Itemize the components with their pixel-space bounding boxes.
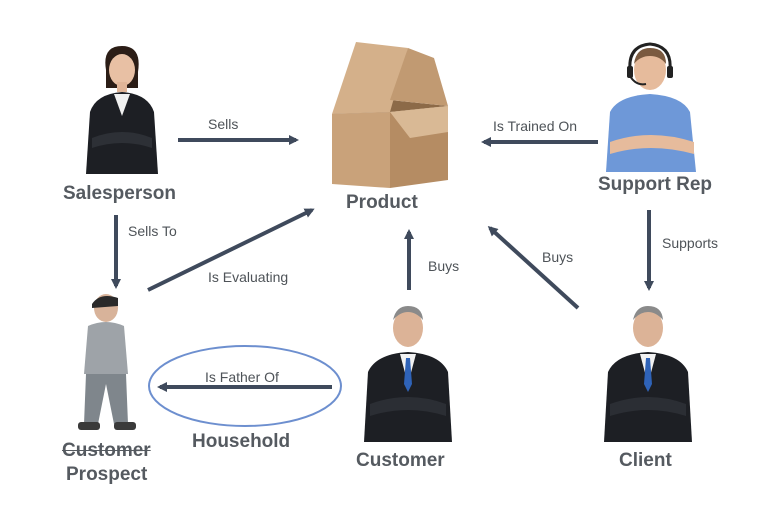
node-customer: Customer [356, 450, 445, 471]
businessman-icon [364, 306, 452, 442]
cardboard-box-icon [332, 42, 448, 188]
node-prospect: Prospect [66, 464, 148, 485]
edge-label-is-evaluating: Is Evaluating [208, 269, 289, 285]
edge-label-is-father-of: Is Father Of [205, 369, 279, 385]
node-product: Product [346, 192, 418, 213]
edge-label-sells: Sells [208, 116, 239, 132]
woman-businessperson-icon [86, 46, 158, 174]
edge-label-sells-to: Sells To [128, 223, 177, 239]
teen-walking-icon [78, 294, 136, 430]
businessman-icon [604, 306, 692, 442]
edge-label-customer-buys: Buys [428, 258, 460, 274]
edge-label-supports: Supports [662, 235, 719, 251]
edge-label-is-trained-on: Is Trained On [493, 118, 578, 134]
arrow-is-evaluating [147, 208, 315, 292]
node-support-rep: Support Rep [598, 174, 712, 195]
household-ellipse [148, 345, 342, 427]
node-client: Client [619, 450, 672, 471]
node-prospect-struck: Customer [62, 440, 151, 461]
node-salesperson: Salesperson [63, 183, 176, 204]
headset-support-man-icon [606, 42, 696, 172]
node-household: Household [192, 431, 291, 452]
edge-label-client-buys: Buys [542, 249, 574, 265]
arrow-client-buys [487, 225, 580, 310]
